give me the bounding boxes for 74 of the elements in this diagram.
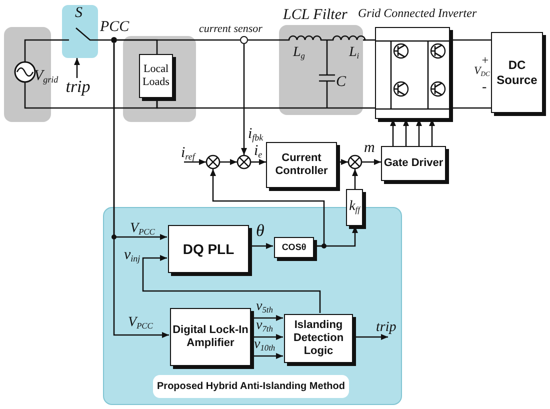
wire [450,39,491,41]
symbol-label: L$_{i}$ [349,46,360,62]
block-label: COSθ [282,242,306,253]
arrow [429,119,435,146]
arrow [251,159,266,165]
wire [363,107,375,109]
signal-label: v$_{10th}$ [254,338,276,354]
signal-label: V$_{PCC}$ [128,316,153,332]
symbol-label: S [75,6,82,22]
block-label: Digital Lock-In Amplifier [172,324,250,350]
symbol-label: V$_{grid}$ [34,69,58,86]
symbol-label: Grid Connected Inverter [358,7,477,20]
voltage-label: V$_{DC}$ [474,66,490,79]
arrow [241,44,247,155]
wire [248,39,279,41]
wire [363,39,375,41]
pll-block [168,225,249,273]
load-block [139,54,173,98]
signal-label: i$_{ref}$ [181,146,195,162]
controller-block [266,142,337,188]
arrow [416,119,422,146]
block-label: DQ PLL [182,240,234,258]
arrow [337,159,348,165]
switch-panel [62,5,98,58]
symbol-label: k$_{ff}$ [349,199,360,216]
polarity-sign: - [482,81,487,96]
arrow [220,159,237,165]
wire [98,39,111,41]
signal-label: v$_{5th}$ [256,300,273,316]
arrow [113,43,169,338]
cosine-block [274,237,314,258]
signal-label: m [364,141,375,157]
summing-junction [237,155,251,169]
signal-label: θ [256,222,264,240]
block-label: Islanding Detection Logic [292,318,345,358]
gain-block [346,189,363,226]
summing-junction [206,155,220,169]
signal-label: trip [376,321,396,336]
block-label: DC Source [496,58,538,87]
symbol-label: L$_{g}$ [293,46,305,62]
junction-dot [111,37,117,43]
wire [117,39,240,41]
arrow [352,169,358,189]
wire [450,107,491,109]
summing-junction [348,155,362,169]
arrow [403,119,409,146]
block-label: Current Controller [274,152,329,178]
symbol-label: C [336,75,346,91]
wire [156,98,279,109]
detection-logic-block [284,314,353,363]
arrow [184,159,206,165]
signal-label: i$_{e}$ [254,144,262,160]
node-caption: PCC [100,20,130,36]
symbol-label: LCL Filter [283,8,348,24]
polarity-sign: + [481,54,490,67]
block-label: Local Loads [142,62,170,90]
current-sensor [240,36,248,44]
method-title [153,375,349,398]
arrow [390,119,396,146]
lock-in-amplifier-block [170,308,251,366]
node-caption: current sensor [199,24,262,36]
wire [51,39,62,41]
gate-driver-block [381,146,446,181]
arrow [142,255,321,313]
arrow [362,159,381,165]
block-label: Proposed Hybrid Anti-Islanding Method [157,380,345,392]
block-label: Gate Driver [384,156,444,170]
signal-label: V$_{PCC}$ [130,222,155,238]
arrow [74,58,80,78]
symbol-label: trip [66,77,90,98]
signal-label: v$_{7th}$ [256,319,273,334]
dc-source-block [491,32,543,113]
signal-label: v$_{inj}$ [124,248,140,264]
signal-label: i$_{fbk}$ [248,127,264,144]
